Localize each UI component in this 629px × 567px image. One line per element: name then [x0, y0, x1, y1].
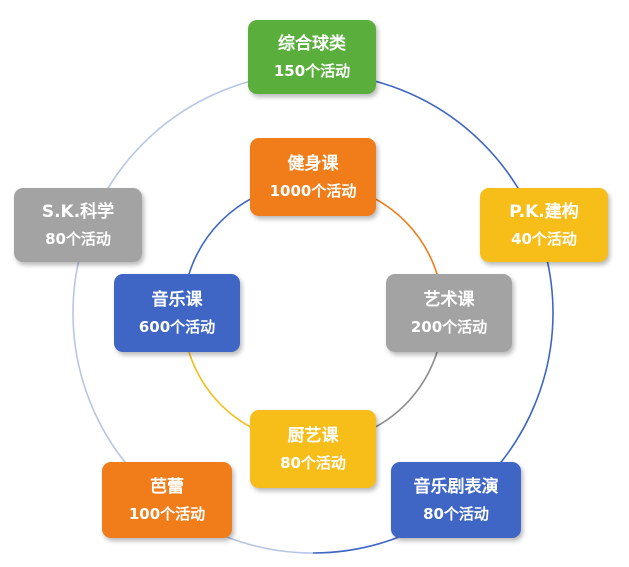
node-count: 40个活动 — [511, 229, 577, 248]
node-sk-kexue: S.K.科学 80个活动 — [14, 188, 142, 262]
node-title: 音乐课 — [151, 289, 203, 310]
node-count: 80个活动 — [280, 453, 346, 472]
node-title: 芭蕾 — [150, 476, 184, 497]
node-chuyi-ke: 厨艺课 80个活动 — [250, 410, 376, 488]
node-count: 600个活动 — [138, 317, 216, 336]
node-title: S.K.科学 — [41, 201, 115, 222]
node-title: 健身课 — [287, 153, 339, 174]
node-count: 80个活动 — [423, 504, 489, 523]
node-count: 150个活动 — [273, 61, 351, 80]
node-yishu-ke: 艺术课 200个活动 — [386, 274, 512, 352]
node-jianshen-ke: 健身课 1000个活动 — [250, 138, 376, 216]
node-zonghe-qiulei: 综合球类 150个活动 — [248, 20, 376, 94]
node-pk-jiangou: P.K.建构 40个活动 — [480, 188, 608, 262]
node-count: 1000个活动 — [269, 181, 357, 200]
node-title: P.K.建构 — [509, 201, 579, 222]
node-title: 艺术课 — [423, 289, 475, 310]
node-title: 综合球类 — [278, 33, 346, 54]
node-yinyueju-biaoyan: 音乐剧表演 80个活动 — [391, 462, 521, 538]
node-count: 100个活动 — [128, 504, 206, 523]
node-title: 厨艺课 — [287, 425, 339, 446]
node-count: 200个活动 — [410, 317, 488, 336]
node-count: 80个活动 — [45, 229, 111, 248]
node-yinyue-ke: 音乐课 600个活动 — [114, 274, 240, 352]
node-balei: 芭蕾 100个活动 — [102, 462, 232, 538]
node-title: 音乐剧表演 — [413, 476, 499, 497]
